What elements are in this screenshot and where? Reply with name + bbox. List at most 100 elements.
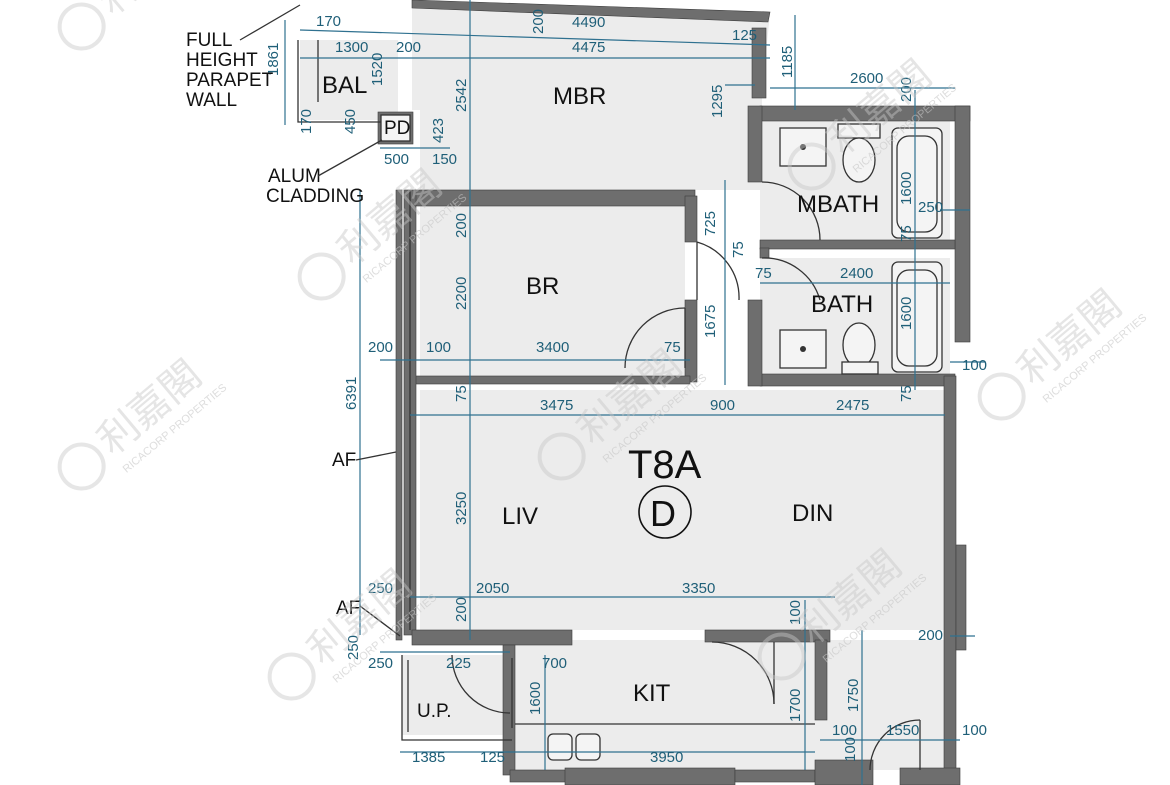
dim-6391: 6391 (343, 377, 360, 410)
dim-423: 423 (430, 118, 447, 143)
dim-1600-mb: 1600 (898, 172, 915, 205)
dim-200-mb: 200 (898, 77, 915, 102)
dim-3475: 3475 (540, 397, 573, 414)
note-parapet-4: WALL (186, 90, 237, 111)
room-bath: BATH (811, 291, 873, 318)
dim-2400: 2400 (840, 265, 873, 282)
dim-250-b: 250 (345, 635, 362, 660)
dim-3950: 3950 (650, 749, 683, 766)
dim-100-right: 100 (962, 357, 987, 374)
dim-150: 150 (432, 151, 457, 168)
dim-725: 725 (702, 211, 719, 236)
sink-left (547, 733, 573, 761)
dim-125-b: 125 (480, 749, 505, 766)
dim-75-liv: 75 (453, 385, 470, 402)
dim-3350: 3350 (682, 580, 715, 597)
dim-225: 225 (446, 655, 471, 672)
unit-label: T8A (628, 443, 702, 487)
dim-1861: 1861 (265, 43, 282, 76)
note-alum-1: ALUM (268, 166, 321, 187)
dim-2050: 2050 (476, 580, 509, 597)
dim-2475: 2475 (836, 397, 869, 414)
dim-450: 450 (342, 109, 359, 134)
watermark-4: 利嘉閣 RICACORP PROPERTIES (57, 352, 229, 491)
dim-700: 700 (542, 655, 567, 672)
dim-1295: 1295 (709, 85, 726, 118)
note-alum-2: CLADDING (266, 186, 364, 207)
dim-2200: 2200 (453, 277, 470, 310)
dim-1550: 1550 (886, 722, 919, 739)
toilet-bowl-mbath (842, 137, 876, 183)
dim-200-din: 200 (918, 627, 943, 644)
dim-100-kt: 100 (787, 600, 804, 625)
dim-250-a: 250 (368, 580, 393, 597)
dim-75-bath: 75 (755, 265, 772, 282)
unit-badge-circle (638, 485, 692, 539)
watermark-text-8: 利嘉閣 (89, 0, 210, 24)
dim-170-left: 170 (298, 109, 315, 134)
dim-1750: 1750 (845, 679, 862, 712)
annotations: FULL HEIGHT PARAPET WALL ALUM CLADDING A… (186, 4, 401, 637)
dim-200-top: 200 (530, 9, 547, 34)
note-parapet-3: PARAPET (186, 70, 274, 91)
dim-1520: 1520 (369, 53, 386, 86)
dim-170-top: 170 (316, 13, 341, 30)
watermark-3: 利嘉閣 RICACORP PROPERTIES (977, 282, 1149, 421)
room-mbath: MBATH (797, 191, 879, 218)
dim-100-liv: 100 (426, 339, 451, 356)
dim-3250: 3250 (453, 492, 470, 525)
toilet-tank-bath (841, 361, 879, 375)
dim-200-br: 200 (453, 213, 470, 238)
dim-75-br2: 75 (664, 339, 681, 356)
dim-1300: 1300 (335, 39, 368, 56)
dim-75-br: 75 (730, 241, 747, 258)
note-af-top: AF (332, 450, 356, 471)
dim-900: 900 (710, 397, 735, 414)
dimension-labels: 170 200 4490 125 1861 1300 200 4475 1185… (265, 9, 987, 766)
dim-2600: 2600 (850, 70, 883, 87)
dim-250-mb: 250 (918, 199, 943, 216)
fixtures (380, 114, 943, 761)
dim-75-bath2: 75 (898, 225, 915, 242)
toilet-bowl-bath (842, 322, 876, 368)
dim-4490: 4490 (572, 14, 605, 31)
dim-500: 500 (384, 151, 409, 168)
walls (377, 0, 971, 785)
dim-1600-b: 1600 (898, 297, 915, 330)
unit-marker: T8A D (628, 443, 702, 539)
room-br: BR (526, 273, 559, 300)
linework (297, 40, 921, 771)
dim-250-c: 250 (368, 655, 393, 672)
dim-75-din: 75 (898, 385, 915, 402)
room-labels: MBR BR MBATH BATH LIV DIN KIT BAL PD U.P… (322, 72, 879, 722)
room-pd: PD (384, 118, 410, 139)
dim-100-e2: 100 (962, 722, 987, 739)
room-mbr: MBR (553, 83, 606, 110)
dim-4475: 4475 (572, 39, 605, 56)
dim-100-e1: 100 (832, 722, 857, 739)
dim-1700: 1700 (787, 689, 804, 722)
dimension-lines (284, 0, 985, 785)
dim-100-e3: 100 (842, 737, 859, 762)
dim-125-top: 125 (732, 27, 757, 44)
room-bal: BAL (322, 72, 367, 99)
room-din: DIN (792, 500, 833, 527)
note-af-bottom: AF (336, 598, 360, 619)
room-liv: LIV (502, 503, 538, 530)
dim-2542: 2542 (453, 79, 470, 112)
room-up: U.P. (417, 701, 452, 722)
room-kit: KIT (633, 680, 671, 707)
dim-1185: 1185 (779, 46, 796, 78)
dim-1600-k: 1600 (527, 682, 544, 715)
dim-1385: 1385 (412, 749, 445, 766)
dim-1675: 1675 (702, 305, 719, 338)
dim-200-kt: 200 (453, 597, 470, 622)
note-parapet-2: HEIGHT (186, 50, 258, 71)
dim-200-liv: 200 (368, 339, 393, 356)
basin-bath (779, 329, 827, 369)
note-parapet-1: FULL (186, 30, 232, 51)
dim-3400: 3400 (536, 339, 569, 356)
unit-badge: D (650, 493, 676, 534)
dim-200-b: 200 (396, 39, 421, 56)
